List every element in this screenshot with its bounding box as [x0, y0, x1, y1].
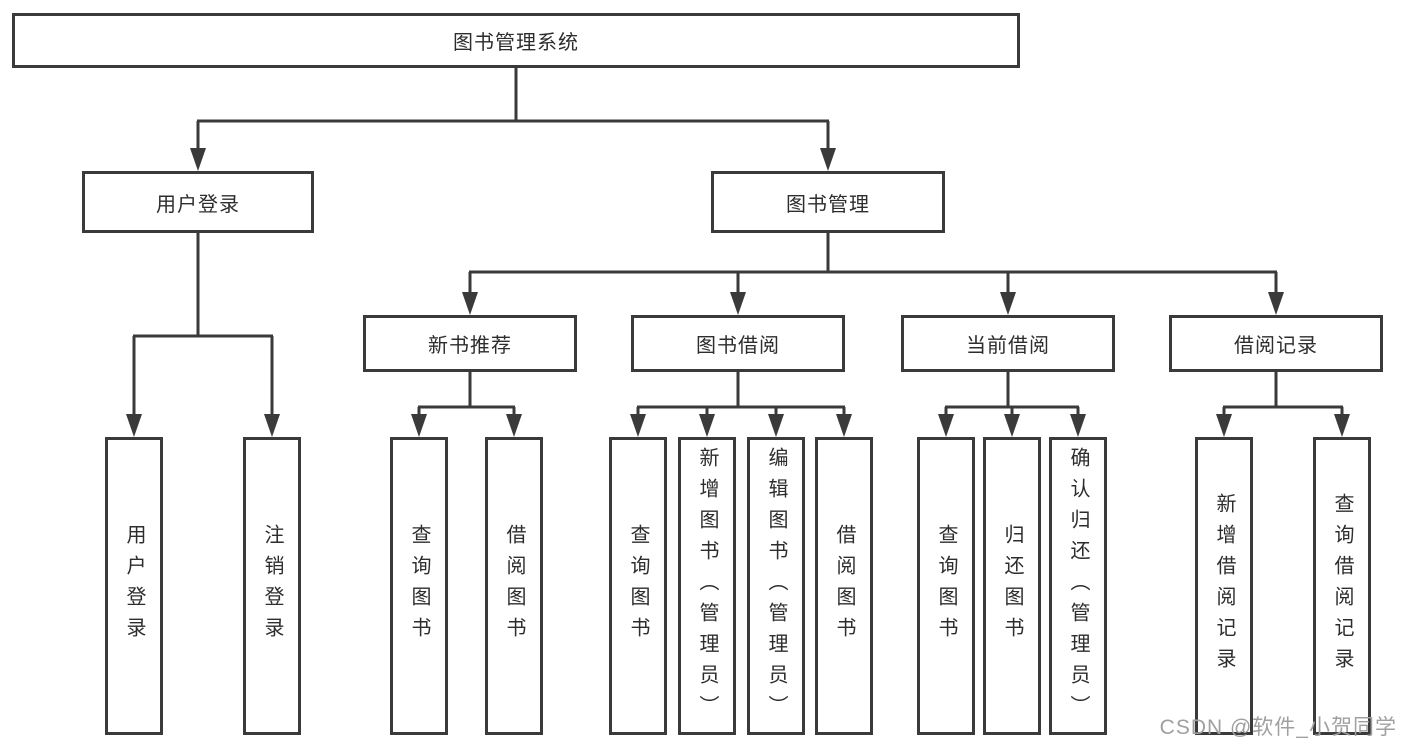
leaf-add-borrow-record: 新增借阅记录	[1195, 437, 1253, 735]
node-library-management-system: 图书管理系统	[12, 13, 1020, 68]
leaf-borrow-books: 借阅图书	[815, 437, 873, 735]
node-current-borrow: 当前借阅	[901, 315, 1115, 372]
leaf-return-books: 归还图书	[983, 437, 1041, 735]
leaf-user-login: 用户登录	[105, 437, 163, 735]
leaf-confirm-return-admin: 确认归还（管理员）	[1049, 437, 1107, 735]
leaf-add-books-admin: 新增图书（管理员）	[678, 437, 736, 735]
leaf-query-borrow-record: 查询借阅记录	[1313, 437, 1371, 735]
node-book-management: 图书管理	[711, 171, 945, 233]
node-user-login: 用户登录	[82, 171, 314, 233]
leaf-logout: 注销登录	[243, 437, 301, 735]
node-new-book-recommend: 新书推荐	[363, 315, 577, 372]
leaf-current-query-books: 查询图书	[917, 437, 975, 735]
leaf-borrow-query-books: 查询图书	[609, 437, 667, 735]
node-book-borrow: 图书借阅	[631, 315, 845, 372]
leaf-recommend-borrow-books: 借阅图书	[485, 437, 543, 735]
leaf-recommend-query-books: 查询图书	[390, 437, 448, 735]
node-borrow-records: 借阅记录	[1169, 315, 1383, 372]
csdn-watermark: CSDN @软件_小贺同学	[1159, 716, 1397, 739]
leaf-edit-books-admin: 编辑图书（管理员）	[747, 437, 805, 735]
